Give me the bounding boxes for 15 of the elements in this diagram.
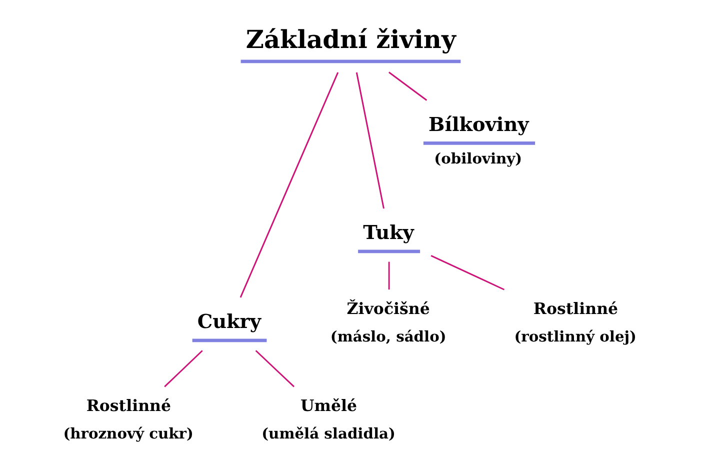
node-text: Bílkoviny (obiloviny) <box>428 112 529 167</box>
node-text: Umělé (umělá sladidla) <box>262 396 396 442</box>
node-text: Základní živiny <box>246 24 456 54</box>
connector <box>356 72 384 208</box>
node-text: Cukry <box>197 310 262 333</box>
node-text: Rostlinné (hroznový cukr) <box>63 396 194 442</box>
connector <box>388 71 428 100</box>
connector <box>255 350 295 387</box>
node-text: Rostlinné (rostlinný olej) <box>514 298 637 345</box>
connector <box>388 261 390 290</box>
connector <box>164 350 203 387</box>
connector <box>240 72 339 298</box>
node-text: Živočišné (máslo, sádlo) <box>330 298 446 345</box>
node-text: Tuky <box>363 220 414 244</box>
connector <box>430 254 505 290</box>
